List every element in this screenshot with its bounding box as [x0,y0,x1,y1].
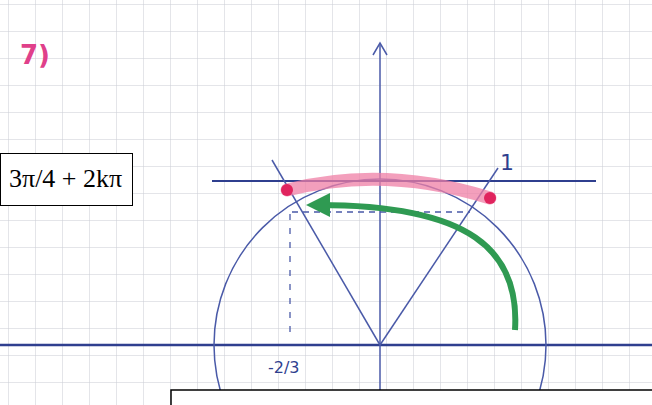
dashed-line [289,214,290,338]
unit-circle [214,179,546,405]
x-axis [0,344,652,347]
axis-arrow [373,43,387,55]
problem-number: 7) [20,40,50,70]
answer-box [171,390,652,405]
tick-label: 1 [500,150,514,175]
answer-box: 3π/4 + 2kπ [0,153,133,206]
point [484,192,496,204]
angle-formula: 3π/4 + 2kπ [9,164,124,194]
solution-arc [287,179,490,198]
y-axis [379,45,381,405]
dashed-line [292,211,470,212]
rotation-arrow [318,205,515,330]
point [281,184,293,196]
tick-label: -2/3 [268,358,300,377]
